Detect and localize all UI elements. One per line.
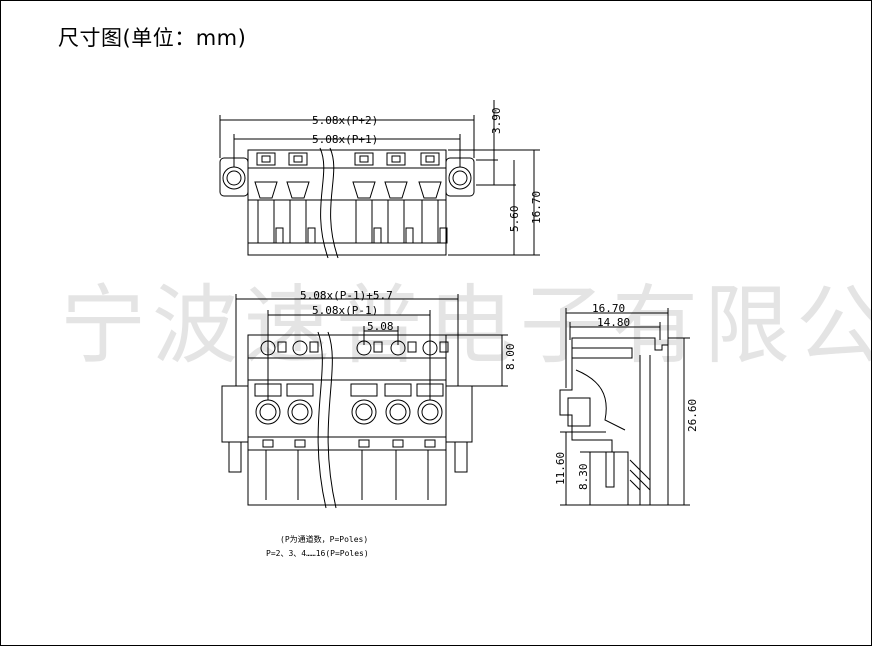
front-pin-window: [262, 439, 274, 448]
side-contact-spring: [575, 369, 626, 431]
top-contact-slot-inner: [293, 155, 303, 163]
top-contact-pin: [439, 227, 448, 244]
top-contact-slot: [420, 152, 440, 166]
hatch: [629, 469, 641, 481]
front-wire-entry: [287, 399, 313, 425]
dim-label-side-pin: 8.30: [577, 464, 590, 491]
dim-label-side-lower: 11.60: [554, 452, 567, 485]
dim-label-flange: 3.90: [490, 108, 503, 135]
front-wire-entry-inner: [291, 403, 309, 421]
front-test-port: [407, 341, 417, 353]
top-contact-funnel: [254, 181, 278, 199]
hatch: [639, 479, 651, 491]
note-line-2: P=2、3、4……16(P=Poles): [266, 549, 369, 558]
front-test-port: [277, 341, 287, 353]
top-contact-chamber: [355, 199, 373, 244]
left-screw-hole-inner: [226, 170, 242, 186]
front-pin-window: [424, 439, 436, 448]
top-contact-chamber: [421, 199, 439, 244]
dim-label-height-total: 16.70: [530, 191, 543, 224]
front-wire-entry-inner: [259, 403, 277, 421]
front-wire-entry-inner: [421, 403, 439, 421]
top-view: [219, 100, 540, 259]
dim-label-pitch-span: 5.08x(P+1): [312, 133, 378, 146]
top-contact-slot-inner: [425, 155, 435, 163]
front-wire-entry-inner: [389, 403, 407, 421]
top-contact-slot-inner: [359, 155, 369, 163]
dim-label-front-height: 8.00: [504, 344, 517, 371]
dim-label-front-overall: 5.08x(P-1)+5.7: [300, 289, 393, 302]
top-contact-pin: [307, 227, 316, 244]
break-line: [327, 331, 337, 509]
front-body: [247, 334, 447, 506]
top-contact-slot: [288, 152, 308, 166]
dim-label-overall: 5.08x(P+2): [312, 114, 378, 127]
front-test-port: [373, 341, 383, 353]
front-view: [221, 294, 508, 509]
top-contact-cells: [254, 152, 448, 244]
break-line: [317, 331, 327, 509]
dim-label-height-partial: 5.60: [508, 206, 521, 233]
front-wire-clamp: [384, 383, 412, 397]
top-contact-slot: [386, 152, 406, 166]
front-screw-head: [292, 340, 308, 356]
right-screw-hole-inner: [452, 170, 468, 186]
front-right-flange: [445, 385, 473, 443]
top-contact-pin: [373, 227, 382, 244]
top-contact-funnel: [384, 181, 408, 199]
top-contact-chamber: [289, 199, 307, 244]
top-contact-pin: [405, 227, 414, 244]
side-profile: [559, 337, 669, 506]
left-screw-hole: [222, 166, 246, 190]
front-wire-clamp: [350, 383, 378, 397]
top-contact-slot: [354, 152, 374, 166]
side-pin: [605, 451, 615, 488]
front-test-port: [439, 341, 449, 353]
right-screw-hole: [448, 166, 472, 190]
front-pin-window: [358, 439, 370, 448]
company-watermark: 宁波速普电子有限公司: [60, 276, 872, 376]
front-wire-entry: [351, 399, 377, 425]
top-contact-pin: [275, 227, 284, 244]
front-wire-entry-inner: [355, 403, 373, 421]
dim-label-front-span: 5.08x(P-1): [312, 304, 378, 317]
hatch: [639, 469, 651, 481]
front-left-flange: [221, 385, 249, 443]
front-wire-entry: [385, 399, 411, 425]
top-contact-funnel: [286, 181, 310, 199]
dim-label-side-total: 26.60: [686, 399, 699, 432]
top-contact-slot-inner: [391, 155, 401, 163]
top-contact-funnel: [352, 181, 376, 199]
dim-label-front-pitch: 5.08: [367, 320, 394, 333]
front-test-port: [309, 341, 319, 353]
front-pin-window: [392, 439, 404, 448]
top-contact-funnel: [418, 181, 442, 199]
top-contact-chamber: [257, 199, 275, 244]
side-view: [559, 308, 690, 506]
side-screw-block: [567, 397, 591, 427]
right-screw-thread: [454, 441, 468, 473]
break-line: [319, 147, 329, 259]
left-screw-thread: [228, 441, 242, 473]
top-contact-slot-inner: [261, 155, 271, 163]
front-wire-clamp: [286, 383, 314, 397]
top-contact-slot: [256, 152, 276, 166]
dim-label-side-outer: 16.70: [592, 302, 625, 315]
dim-label-side-inner: 14.80: [597, 316, 630, 329]
hatch: [629, 459, 641, 471]
page-title: 尺寸图(单位：mm): [58, 26, 247, 50]
side-latch: [571, 347, 633, 359]
front-contact-cells: [254, 340, 449, 500]
note-line-1: (P为通道数，P=Poles): [280, 534, 368, 544]
front-pin-window: [294, 439, 306, 448]
break-line: [329, 147, 339, 259]
top-contact-chamber: [387, 199, 405, 244]
hatch: [629, 479, 641, 491]
top-body: [247, 149, 447, 256]
